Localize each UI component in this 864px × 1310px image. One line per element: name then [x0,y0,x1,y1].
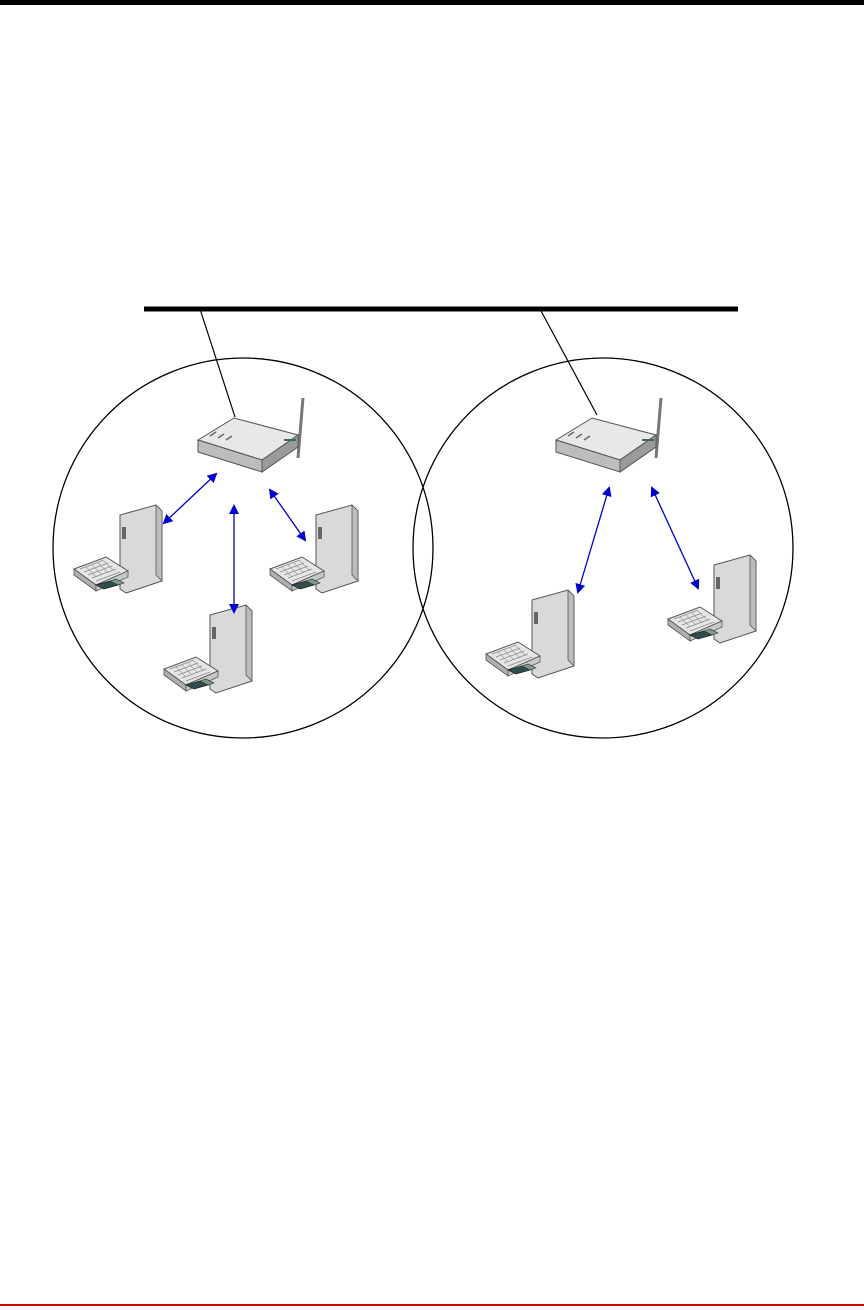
laptop-3 [164,605,252,693]
wireless-link-1 [164,474,216,523]
uplink-line-2 [540,309,597,415]
wireless-link-3 [270,490,305,540]
laptop-1 [74,505,162,593]
wireless-link-5 [652,488,698,588]
access-point-2 [556,398,661,472]
laptop-5 [668,555,756,643]
wireless-link-4 [578,488,609,592]
cell-2 [413,358,793,738]
laptop-2 [270,505,358,593]
access-point-1 [198,398,303,472]
laptop-4 [486,590,574,678]
uplink-line-1 [200,309,235,417]
footer-rule [0,1304,864,1306]
